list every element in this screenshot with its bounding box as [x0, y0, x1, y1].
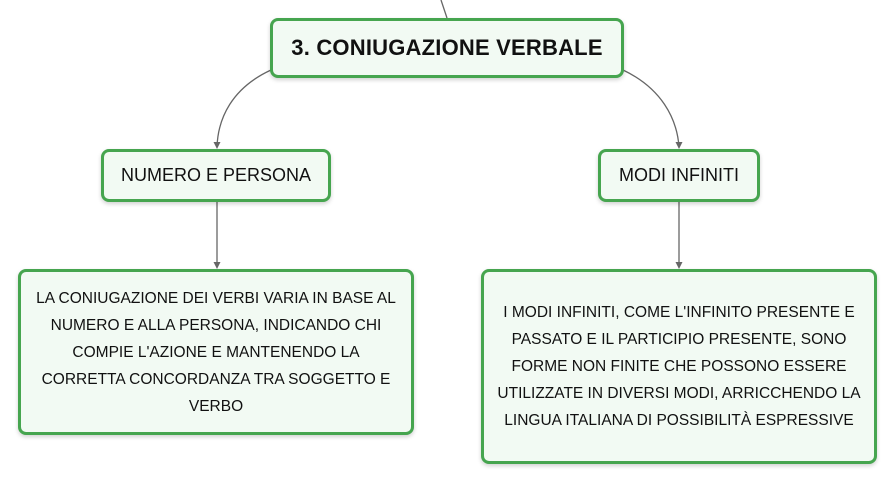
branch-node-label: NUMERO E PERSONA [120, 165, 312, 185]
connector-root-to-right [622, 69, 680, 148]
description-text: I MODI INFINITI, COME L'INFINITO PRESENT… [497, 304, 861, 429]
description-node-modi-infiniti[interactable]: I MODI INFINITI, COME L'INFINITO PRESENT… [481, 269, 877, 464]
connector-root-to-left [216, 69, 272, 148]
branch-node-numero-e-persona[interactable]: NUMERO E PERSONA [101, 149, 331, 202]
description-node-numero-e-persona[interactable]: LA CONIUGAZIONE DEI VERBI VARIA IN BASE … [18, 269, 414, 435]
arrowhead-left-branch [213, 142, 221, 149]
arrowhead-right-branch [675, 142, 683, 149]
root-node[interactable]: 3. CONIUGAZIONE VERBALE [270, 18, 624, 78]
arrowhead-right-desc [675, 262, 683, 269]
incoming-connector [440, 0, 448, 19]
arrowhead-left-desc [213, 262, 221, 269]
branch-node-label: MODI INFINITI [619, 165, 739, 185]
branch-node-modi-infiniti[interactable]: MODI INFINITI [598, 149, 760, 202]
root-node-label: 3. CONIUGAZIONE VERBALE [291, 35, 603, 60]
description-text: LA CONIUGAZIONE DEI VERBI VARIA IN BASE … [36, 289, 396, 415]
